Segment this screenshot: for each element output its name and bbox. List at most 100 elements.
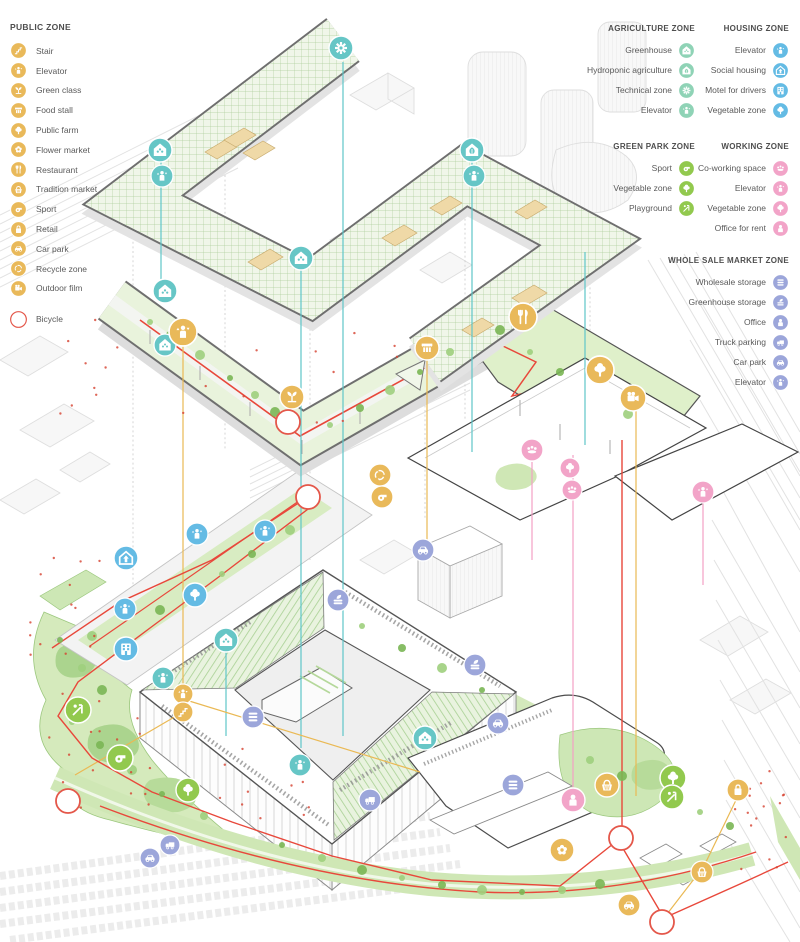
sport-icon (678, 159, 695, 177)
legend-item-office-for-rent: Office for rent (637, 218, 789, 238)
bicycle-icon (275, 409, 301, 435)
carpark-icon (411, 538, 435, 562)
ghstorage-icon (326, 588, 350, 612)
legend-item-label: Food stall (36, 105, 73, 116)
elevator-icon (185, 522, 209, 546)
legend-item-label: Public farm (36, 125, 79, 136)
legend-item-label: Elevator (36, 65, 68, 76)
bicycle-icon (10, 310, 27, 328)
elevator-icon (691, 480, 715, 504)
coworking-icon (561, 479, 583, 501)
legend-item-label: Social housing (710, 65, 766, 75)
elevator-icon (151, 666, 175, 690)
carpark-icon (139, 847, 161, 869)
legend-item-elevator: Elevator (637, 178, 789, 198)
legend-item-label: Vegetable zone (707, 203, 766, 213)
legend-item-flower-market: Flower market (10, 140, 180, 160)
elevator-icon (772, 179, 789, 197)
motel-icon (772, 81, 789, 99)
legend-item-label: Tradition market (36, 184, 98, 195)
social-icon (772, 61, 789, 79)
legend-item-label: Truck parking (714, 337, 766, 347)
bicycle-icon (55, 788, 81, 814)
foodstall-icon (10, 101, 27, 119)
legend-title: GREEN PARK ZONE (613, 142, 695, 151)
retail-icon (10, 220, 27, 238)
legend-item-recycle-zone: Recycle zone (10, 259, 180, 279)
legend-item-bicycle: Bicycle (10, 309, 180, 329)
greenhouse-icon (213, 627, 239, 653)
greenhouse-icon (678, 41, 695, 59)
legend-title-public-zone: PUBLIC ZONE (10, 22, 71, 32)
elevator-icon (462, 164, 486, 188)
legend-item-hydroponic-agriculture: Hydroponic agriculture (543, 60, 695, 80)
greenclass-icon (10, 82, 27, 99)
legend-item-label: Elevator (734, 183, 766, 193)
elevator-icon (150, 164, 174, 188)
tree-icon (182, 582, 208, 608)
legend-item-label: Greenhouse (625, 45, 672, 55)
greenhouse-icon (147, 137, 173, 163)
playground-icon (678, 199, 695, 217)
greenclass-icon (279, 384, 305, 410)
wholesale-icon (501, 773, 525, 797)
tree-icon (585, 355, 615, 385)
legend-item-retail: Retail (10, 219, 180, 239)
legend-item-label: Stair (36, 45, 54, 56)
legend-item-label: Co-working space (697, 163, 766, 173)
greenhouse-boxes (204, 127, 548, 338)
legend-item-elevator: Elevator (543, 100, 695, 120)
legend-item-truck-parking: Truck parking (633, 332, 789, 352)
tradition-icon (10, 181, 27, 198)
context-buildings (0, 21, 792, 715)
legend-title: HOUSING ZONE (723, 24, 789, 33)
legend-title: AGRICULTURE ZONE (608, 24, 695, 33)
sport-icon (370, 485, 394, 509)
elevator-icon (172, 683, 194, 705)
legend-item-motel-for-drivers: Motel for drivers (637, 80, 789, 100)
legend-item-vegetable-zone: Vegetable zone (637, 198, 789, 218)
legend-item-label: Vegetable zone (707, 105, 766, 115)
legend-item-wholesale-storage: Wholesale storage (633, 272, 789, 292)
legend-item-elevator: Elevator (637, 40, 789, 60)
coworking-icon (520, 438, 544, 462)
tradition-icon (690, 860, 714, 884)
stair-icon (10, 42, 27, 60)
ground-level (33, 469, 800, 900)
legend-item-label: Sport (36, 204, 57, 215)
hydro-icon (678, 61, 695, 79)
ghstorage-icon (772, 293, 789, 311)
sport-icon (106, 744, 134, 772)
elevator-icon (113, 597, 137, 621)
outdoorfilm-icon (619, 384, 647, 412)
tree-icon (772, 101, 789, 119)
tree-icon (559, 457, 581, 479)
legend-item-label: Car park (733, 357, 766, 367)
social-icon (113, 545, 139, 571)
legend-item-label: Retail (36, 224, 58, 235)
elevator-icon (253, 519, 277, 543)
carpark-icon (617, 893, 641, 917)
coworking-icon (772, 159, 789, 177)
tree-icon (10, 121, 27, 139)
legend-item-playground: Playground (543, 198, 695, 218)
carpark-icon (772, 353, 789, 371)
ghstorage-icon (463, 653, 487, 677)
tree-icon (678, 179, 695, 197)
legend-item-car-park: Car park (633, 352, 789, 372)
office-icon (772, 313, 789, 331)
restaurant-icon (10, 161, 27, 178)
motel-icon (113, 636, 139, 662)
legend-item-label: Office for rent (714, 223, 766, 233)
legend-item-stair: Stair (10, 41, 180, 61)
legend-item-label: Elevator (640, 105, 672, 115)
legend-item-label: Flower market (36, 144, 90, 155)
legend-item-green-class: Green class (10, 81, 180, 101)
gear-icon (328, 35, 354, 61)
legend-item-label: Bicycle (36, 314, 63, 325)
bicycle-icon (649, 909, 675, 935)
legend-item-label: Elevator (734, 377, 766, 387)
